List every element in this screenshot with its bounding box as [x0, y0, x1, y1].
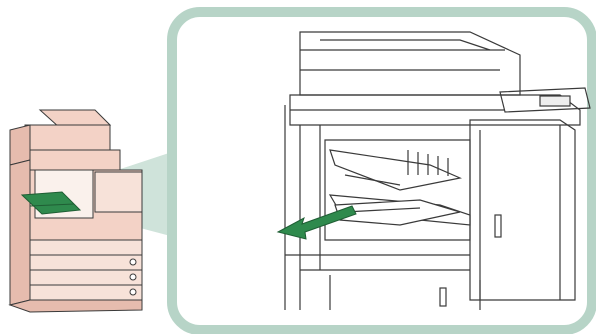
- callout-zoom-panel: [72, 12, 592, 330]
- printer-overview-drawing: [10, 110, 142, 312]
